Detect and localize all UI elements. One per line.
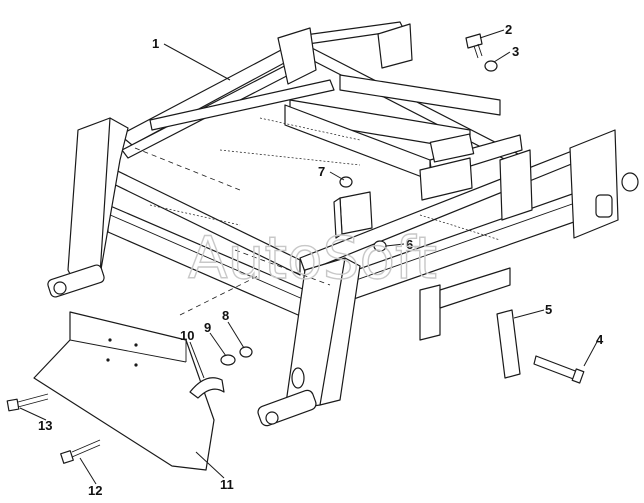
right-upright-face <box>319 257 361 406</box>
center-bracket-side <box>333 197 343 239</box>
callout-labels: 1 2 3 4 5 6 7 8 9 10 11 12 13 <box>38 22 604 498</box>
callout-9: 9 <box>204 320 211 335</box>
nut-3 <box>484 60 498 72</box>
leader-lines <box>19 29 599 485</box>
bolt-4 <box>533 355 585 384</box>
nut-8 <box>239 346 253 358</box>
callout-1: 1 <box>152 36 159 51</box>
washer-9 <box>220 354 236 366</box>
inner-cross-member-3 <box>149 79 335 131</box>
right-upright-hole <box>291 367 305 389</box>
bolt-13 <box>6 393 49 412</box>
callout-11: 11 <box>220 477 234 492</box>
callout-6: 6 <box>406 237 413 252</box>
inner-cross-member-2 <box>339 74 501 116</box>
lower-right-rail <box>439 267 511 309</box>
bolt-12 <box>60 439 101 464</box>
callout-13: 13 <box>38 418 52 433</box>
left-upright-face <box>99 117 129 276</box>
shield-11 <box>33 311 215 471</box>
callout-7: 7 <box>318 164 325 179</box>
strip-5 <box>496 309 521 379</box>
watermark: AutoSoft <box>188 224 437 292</box>
right-end-plate <box>569 129 619 239</box>
callout-8: 8 <box>222 308 229 323</box>
bolt-2 <box>465 33 483 59</box>
callout-10: 10 <box>180 328 194 343</box>
rear-right-post <box>377 23 413 69</box>
right-end-pin <box>621 172 639 192</box>
clamp-10 <box>189 377 225 399</box>
callout-2: 2 <box>505 22 512 37</box>
hitch-pin-plate <box>419 157 473 201</box>
right-foot-pin <box>265 411 279 425</box>
callout-4: 4 <box>596 332 604 347</box>
callout-5: 5 <box>545 302 552 317</box>
frame-assembly <box>47 21 639 427</box>
callout-3: 3 <box>512 44 519 59</box>
left-foot-pin <box>53 281 67 295</box>
right-end-slot <box>595 194 613 218</box>
rear-left-post <box>277 27 317 85</box>
callout-12: 12 <box>88 483 102 498</box>
right-hitch-block <box>499 149 533 221</box>
slotted-plate <box>429 133 475 163</box>
lower-right-support <box>419 284 441 341</box>
